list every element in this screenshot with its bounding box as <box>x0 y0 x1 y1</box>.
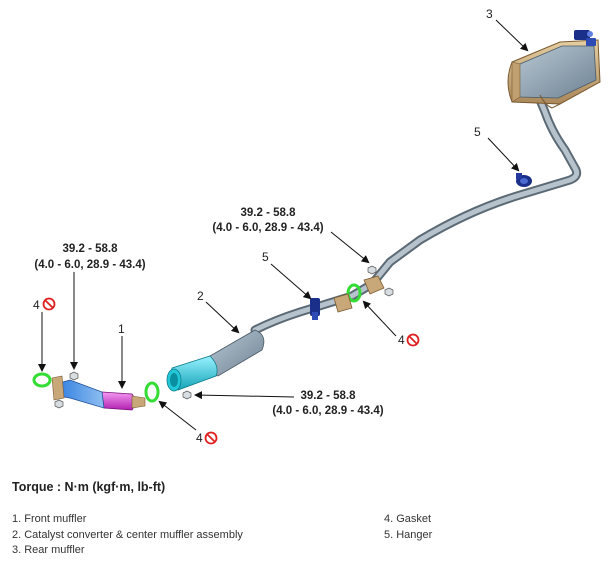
callout-part4-upper: 4 <box>398 333 405 347</box>
torque-upper-value: 39.2 - 58.8 <box>241 207 297 219</box>
rear-flange <box>363 275 385 295</box>
leader-part4-upper <box>362 300 397 337</box>
leader-part4-center <box>158 400 197 431</box>
callout-part5-upper: 5 <box>474 125 481 139</box>
leader-torque-center <box>194 391 295 400</box>
callout-part4-left: 4 <box>33 298 40 312</box>
torque-center-detail: (4.0 - 6.0, 28.9 - 43.4) <box>272 405 383 417</box>
legend-left: 1. Front muffler 2. Catalyst converter &… <box>12 512 243 559</box>
callout-part2: 2 <box>197 289 204 303</box>
nut-center <box>182 390 192 400</box>
prohibition-icon <box>406 333 420 347</box>
gasket-upper <box>346 283 362 303</box>
rear-hanger-bracket <box>574 30 596 46</box>
gasket-center <box>144 381 160 403</box>
front-pipe <box>51 375 105 409</box>
leader-part3 <box>495 19 529 52</box>
legend-item: 5. Hanger <box>384 528 433 541</box>
torque-center-value: 39.2 - 58.8 <box>301 390 357 402</box>
catalyst-converter <box>166 355 218 392</box>
callout-part5-center: 5 <box>262 250 269 264</box>
nut-left-2 <box>54 399 64 409</box>
gasket-left <box>32 372 52 388</box>
rear-muffler <box>507 39 601 109</box>
hanger-upper <box>516 173 532 187</box>
legend-item: 1. Front muffler <box>12 513 87 525</box>
exhaust-system-diagram: 3 5 5 2 1 4 4 4 39.2 - 58.8 (4.0 - 6.0, … <box>32 7 601 445</box>
leader-part5-center <box>270 263 312 300</box>
torque-upper-detail: (4.0 - 6.0, 28.9 - 43.4) <box>212 222 323 234</box>
nut-upper-1 <box>367 265 377 275</box>
prohibition-icon <box>42 297 56 311</box>
torque-left-value: 39.2 - 58.8 <box>63 243 119 255</box>
callout-part1: 1 <box>118 322 125 336</box>
leader-torque-upper <box>330 231 370 264</box>
leader-part2 <box>205 301 240 334</box>
nut-upper-2 <box>384 287 394 297</box>
prohibition-icon <box>204 431 218 445</box>
legend-right: 4. Gasket 5. Hanger <box>384 512 432 543</box>
exhaust-pipe <box>250 95 582 335</box>
leader-lines <box>38 19 529 431</box>
callout-part3: 3 <box>486 7 493 21</box>
nut-left-1 <box>69 371 79 381</box>
leader-part5-upper <box>487 137 520 172</box>
center-flange <box>333 293 353 313</box>
legend-item: 3. Rear muffler <box>12 544 85 556</box>
torque-left-detail: (4.0 - 6.0, 28.9 - 43.4) <box>34 259 145 271</box>
hanger-center <box>310 298 320 320</box>
front-muffler <box>100 391 146 411</box>
legend-item: 2. Catalyst converter & center muffler a… <box>12 528 243 541</box>
torque-heading: Torque : N·m (kgf·m, lb-ft) <box>12 480 166 494</box>
callout-part4-center: 4 <box>196 431 203 445</box>
legend-item: 4. Gasket <box>384 513 432 525</box>
